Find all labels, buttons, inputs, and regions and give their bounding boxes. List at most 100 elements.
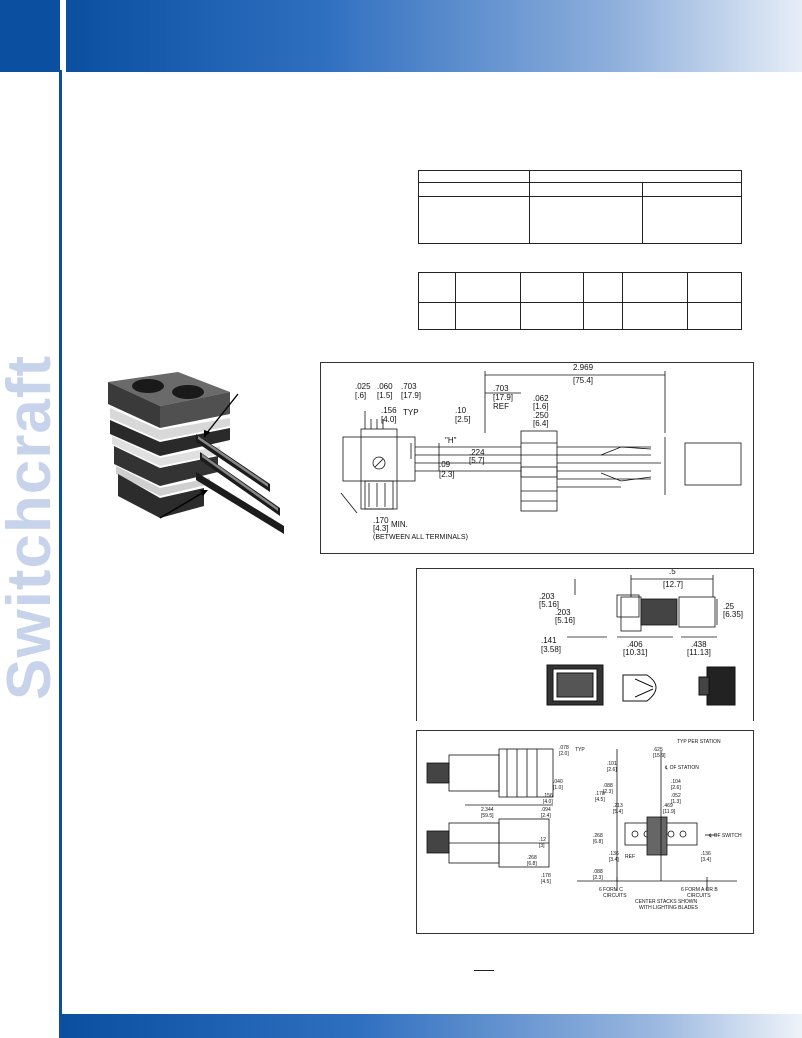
table-cell [642, 182, 742, 197]
dim-label: [3.58] [541, 645, 561, 654]
table-cell [622, 302, 688, 330]
dim-label: .250 [533, 411, 549, 420]
left-rail [0, 0, 60, 1038]
dim-label: [2.5] [455, 415, 471, 424]
spec-table-1 [418, 170, 742, 244]
dim-label: [4.5] [595, 797, 605, 803]
dim-label: .060 [377, 382, 393, 391]
dim-label: .203 [539, 592, 555, 601]
dim-label: .438 [691, 640, 707, 649]
brand-wordmark: Switchcraft [0, 354, 64, 700]
dim-label: (BETWEEN ALL TERMINALS) [373, 534, 468, 541]
table-cell [520, 302, 584, 330]
dim-label: TYP PER STATION [677, 739, 721, 745]
dim-label: .09 [439, 460, 451, 469]
dim-label: "H" [445, 436, 457, 445]
dim-label: MIN. [391, 520, 408, 529]
dim-label: 6 FORM A OR B [681, 887, 718, 893]
dim-label: [4.0] [381, 415, 397, 424]
dim-label: .141 [541, 636, 557, 645]
dim-label: [59.5] [481, 813, 494, 819]
drawing3-labels: TYP PER STATION .625 [15.9] ℄ OF STATION… [481, 739, 742, 911]
header-band [66, 0, 802, 72]
dim-label: ℄ OF STATION [664, 765, 699, 771]
table-cell [418, 196, 530, 244]
dim-label: [2.3] [439, 470, 455, 479]
dim-label: .156 [381, 406, 397, 415]
dim-label: [6.8] [527, 861, 537, 867]
dim-label: [75.4] [573, 376, 593, 385]
dim-label: .170 [373, 516, 389, 525]
dim-label: .703 [401, 382, 417, 391]
dim-label: .178 [541, 873, 551, 879]
dimension-drawing-2: .5 [12.7] .203 [5.16] .203 [5.16] .25 [6… [416, 568, 754, 721]
dim-label: .025 [355, 382, 371, 391]
dim-label: TYP [403, 408, 419, 417]
table-cell [455, 302, 521, 330]
dim-label: .156 [543, 793, 553, 799]
dim-label: [4.3] [373, 524, 389, 533]
dim-label: .12 [539, 837, 546, 843]
switch-product-photo [100, 368, 296, 548]
dim-label: .406 [627, 640, 643, 649]
dim-label: .088 [593, 869, 603, 875]
dim-label: [2.3] [593, 875, 603, 881]
dim-label: .268 [593, 833, 603, 839]
dim-label: .178 [595, 791, 605, 797]
dim-label: [5.7] [469, 456, 485, 465]
dim-label: [.6] [355, 391, 366, 400]
dim-label: [17.9] [401, 391, 421, 400]
dim-label: [3.4] [609, 857, 619, 863]
dim-label: [1.6] [533, 402, 549, 411]
corner-block [0, 0, 60, 72]
dimension-drawing-3: TYP PER STATION .625 [15.9] ℄ OF STATION… [416, 730, 754, 934]
table-cell [583, 272, 623, 303]
dim-label: .136 [701, 851, 711, 857]
dim-label: .10 [455, 406, 467, 415]
table-cell [583, 302, 623, 330]
dim-label: .078 [559, 745, 569, 751]
dim-label: [2.0] [559, 751, 569, 757]
dim-label: .469 [663, 803, 673, 809]
table-cell [687, 302, 742, 330]
dim-label: .088 [603, 783, 613, 789]
dim-label: 2.344 [481, 807, 494, 813]
dim-label: [2.3] [603, 789, 613, 795]
drawing1-labels: .025 [.6] .060 [1.5] .703 [17.9] .156 [4… [355, 363, 594, 541]
dim-label: [6.8] [593, 839, 603, 845]
dimension-drawing-1: .025 [.6] .060 [1.5] .703 [17.9] .156 [4… [320, 362, 754, 554]
table-cell [520, 272, 584, 303]
dim-label: .104 [671, 779, 681, 785]
dim-label: .136 [609, 851, 619, 857]
dim-label: [6.4] [533, 419, 549, 428]
table-cell [418, 302, 456, 330]
dim-label: [1.3] [671, 799, 681, 805]
dim-label: .5 [669, 569, 676, 576]
dim-label: [5.16] [555, 616, 575, 625]
page-number-rule [474, 970, 494, 971]
dim-label: [5.4] [613, 809, 623, 815]
table-cell [642, 196, 742, 244]
dim-label: CIRCUITS [687, 893, 711, 899]
dim-label: [15.9] [653, 753, 666, 759]
dim-label: [2.4] [541, 813, 551, 819]
dim-label: [2.6] [607, 767, 617, 773]
table-cell [529, 170, 742, 183]
dim-label: .268 [527, 855, 537, 861]
dim-label: .25 [723, 602, 735, 611]
table-cell [622, 272, 688, 303]
dim-label: 2.969 [573, 363, 594, 372]
dim-label: [11.9] [663, 809, 676, 815]
table-cell [418, 170, 530, 183]
dim-label: .625 [653, 747, 663, 753]
dim-label: .203 [555, 608, 571, 617]
dim-label: [11.13] [687, 648, 711, 657]
dim-label: [4.0] [543, 799, 553, 805]
dim-label: [3.4] [701, 857, 711, 863]
dim-label: .052 [671, 793, 681, 799]
dim-label: [17.9] [493, 393, 513, 402]
dim-label: [5.16] [539, 600, 559, 609]
rail-line [59, 70, 62, 1038]
table-cell [687, 272, 742, 303]
drawing2-labels: .5 [12.7] .203 [5.16] .203 [5.16] .25 [6… [539, 569, 743, 657]
